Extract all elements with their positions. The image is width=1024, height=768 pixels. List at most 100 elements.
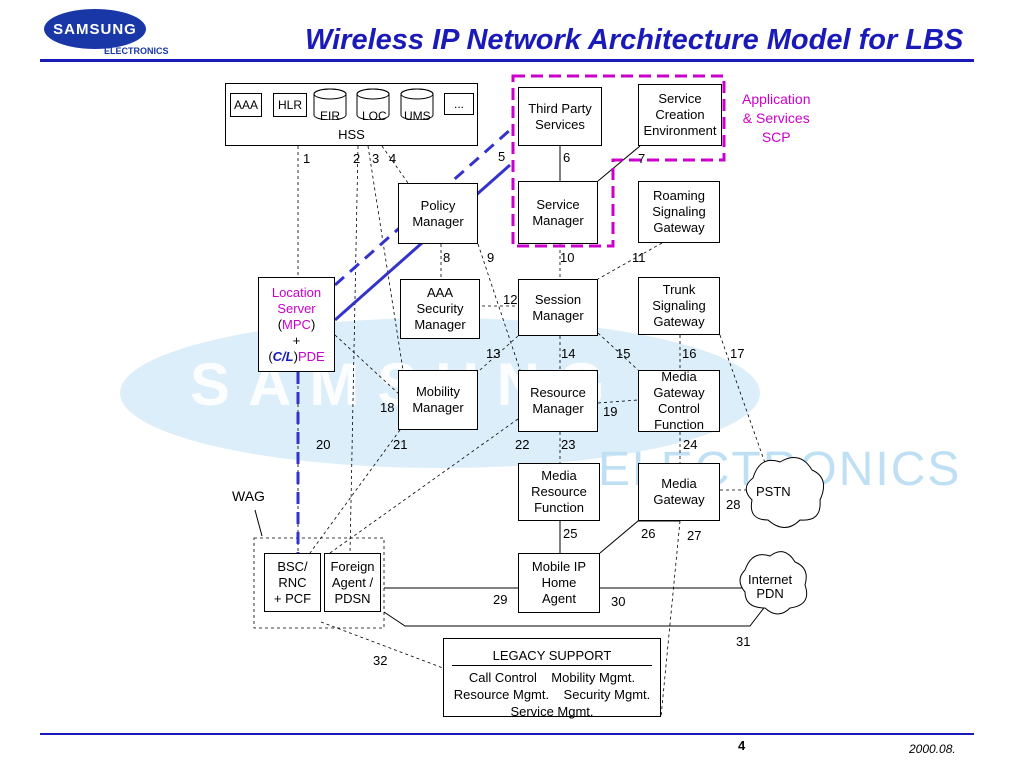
node-line: Server [277, 300, 316, 316]
service-manager: Service Manager [518, 181, 598, 244]
node-line: Security [416, 301, 464, 316]
node-line: Home [541, 575, 577, 590]
pstn-label: PSTN [756, 484, 791, 499]
link-number: 2 [353, 151, 361, 166]
node-line: Trunk [662, 282, 696, 297]
hss-eir: EIR [320, 109, 341, 123]
samsung-logo: SAMSUNG [44, 9, 146, 49]
link-number: 30 [611, 594, 626, 609]
node-line: Services [535, 116, 585, 132]
link-number: 25 [563, 526, 578, 541]
node-line: Function [654, 417, 704, 432]
wag-pointer [254, 509, 263, 537]
mpc-text: MPC [282, 316, 311, 332]
node-line: Manager [532, 212, 584, 228]
mpc-close: ) [310, 316, 316, 332]
node-line: Signaling [652, 204, 706, 219]
node-line: + [292, 332, 301, 348]
legacy-title: LEGACY SUPPORT [492, 648, 612, 663]
link-number: 3 [372, 151, 380, 166]
link-number: 9 [487, 250, 495, 265]
link-number: 29 [493, 592, 508, 607]
hss-box: HSS [225, 83, 478, 146]
node-line: Resource [530, 385, 586, 400]
node-line: Gateway [653, 314, 705, 329]
mobile-ip-home-agent: Mobile IP Home Agent [518, 553, 600, 613]
media-resource-function: Media Resource Function [518, 463, 600, 521]
node-line: Roaming [652, 188, 706, 203]
pde-text: PDE [297, 348, 325, 364]
pstn-cloud [745, 457, 825, 528]
cl-open: ( [268, 348, 273, 364]
node-line: Environment [643, 123, 717, 138]
node-line: Service [536, 196, 580, 212]
link-number: 32 [373, 653, 388, 668]
hss-more: ... [444, 93, 474, 115]
node-line: Manager [412, 400, 464, 415]
node-line: Session [534, 291, 582, 307]
node-line: Media [541, 468, 577, 483]
node-line: PDSN [334, 590, 371, 606]
link-number: 14 [561, 346, 576, 361]
legacy-support: LEGACY SUPPORT Call Control Mobility Mgm… [443, 638, 661, 719]
node-line: Control [658, 401, 700, 416]
mpc-open: ( [277, 316, 283, 332]
node-line: Mobility [415, 384, 461, 399]
roaming-signaling-gateway: Roaming Signaling Gateway [638, 181, 720, 243]
node-line: Manager [532, 307, 584, 323]
link-number: 20 [316, 437, 331, 452]
eir-database-icon [313, 88, 347, 120]
node-line: Manager [532, 401, 584, 416]
legacy-divider [452, 665, 652, 666]
service-creation-environment: Service Creation Environment [638, 84, 722, 146]
link-number: 17 [730, 346, 745, 361]
node-line: Location [271, 284, 322, 300]
location-server: Location Server (MPC) + (C/L)PDE [258, 277, 335, 372]
node-line: Foreign [330, 558, 375, 574]
link-number: 27 [687, 528, 702, 543]
hss-hlr: HLR [273, 93, 307, 117]
foreign-agent-pdsn: Foreign Agent / PDSN [324, 553, 381, 612]
hss-label: HSS [338, 127, 365, 142]
link-number: 26 [641, 526, 656, 541]
node-line: Gateway [653, 492, 705, 507]
node-line: Creation [655, 107, 705, 122]
mobility-manager: Mobility Manager [398, 370, 478, 430]
link-number: 4 [389, 151, 397, 166]
aaa-security-manager: AAA Security Manager [400, 279, 480, 339]
hss-aaa: AAA [230, 93, 262, 117]
page-number: 4 [738, 738, 746, 753]
footer-date: 2000.08. [909, 742, 956, 756]
node-line: BSC/ [277, 558, 308, 574]
node-line: Gateway [653, 385, 705, 400]
node-line: Media [661, 476, 697, 491]
node-line: & Services [742, 110, 810, 126]
node-line: Internet [748, 572, 793, 587]
node-line: Resource [531, 484, 587, 499]
session-manager: Session Manager [518, 279, 598, 336]
node-line: Application [742, 91, 811, 107]
application-services-label: Application & Services SCP [742, 90, 811, 147]
pde-line: (C/L)PDE [268, 349, 324, 365]
node-line: Policy [420, 197, 456, 213]
internet-cloud [739, 551, 808, 615]
bsc-rnc-pcf: BSC/ RNC + PCF [264, 553, 321, 612]
link-number: 13 [486, 346, 501, 361]
link-number: 28 [726, 497, 741, 512]
link-number: 10 [560, 250, 575, 265]
trunk-signaling-gateway: Trunk Signaling Gateway [638, 277, 720, 335]
hss-ums: UMS [404, 109, 431, 123]
node-line: Media [661, 369, 697, 384]
link-number: 21 [393, 437, 408, 452]
node-line: SCP [761, 129, 791, 145]
legacy-line: Resource Mgmt. Security Mgmt. [453, 687, 651, 702]
internet-pdn-label: Internet PDN [748, 573, 792, 601]
node-line: Agent / [331, 574, 374, 590]
link-number: 31 [736, 634, 751, 649]
node-line: Signaling [652, 298, 706, 313]
link-number: 5 [498, 149, 506, 164]
logo-subtext: ELECTRONICS [104, 46, 169, 56]
policy-manager: Policy Manager [398, 183, 478, 244]
